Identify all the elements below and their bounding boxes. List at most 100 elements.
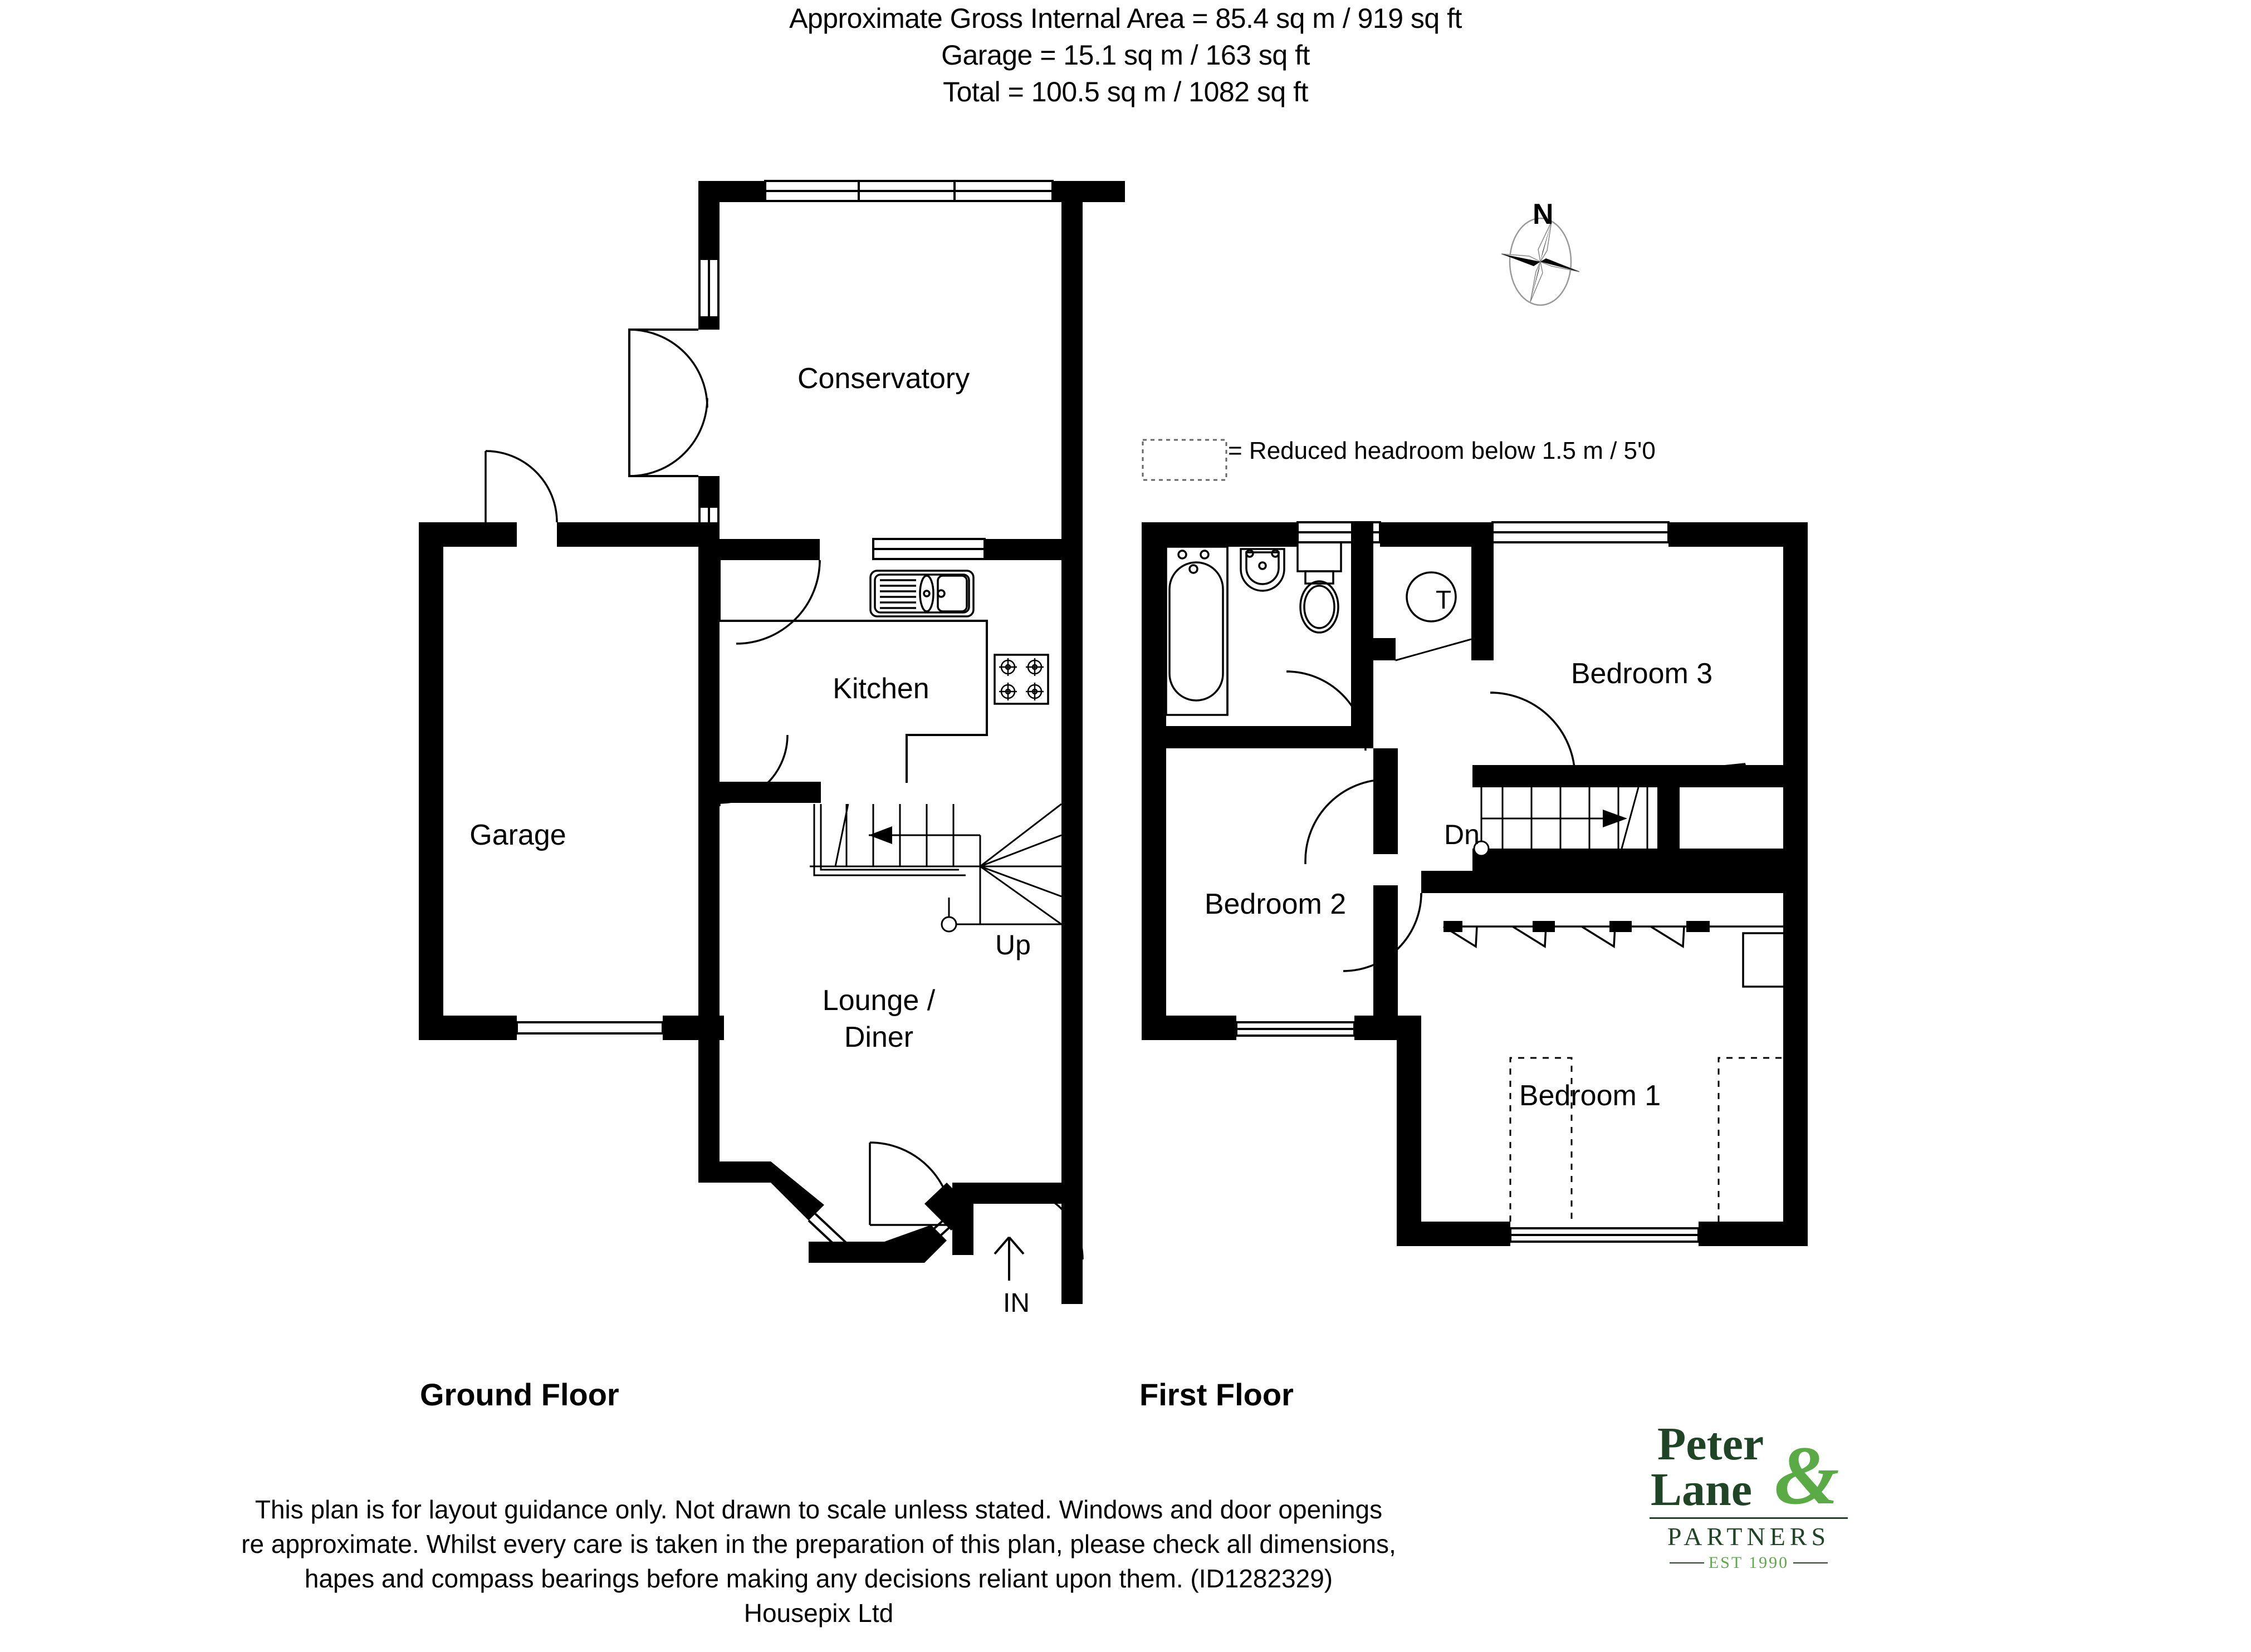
- kitchen-conservatory-door: [736, 560, 821, 645]
- wc-fixture: [1296, 541, 1342, 634]
- first-floor-title: First Floor: [1139, 1377, 1294, 1412]
- garage-area-line: Garage = 15.1 sq m / 163 sq ft: [941, 40, 1310, 71]
- bed3-window-top: [1491, 521, 1670, 543]
- logo-est-rule-right: [1793, 1562, 1828, 1563]
- stairs-dn-arrowhead: [1603, 810, 1627, 827]
- wardrobe-stub-3: [1609, 921, 1632, 932]
- ff-wall-right-stub-bottom: [1680, 849, 1783, 871]
- room-label-bedroom-2: Bedroom 2: [1204, 888, 1347, 920]
- garage-wall-bottom-left: [419, 1016, 517, 1040]
- disclaimer-line-4: Housepix Ltd: [743, 1599, 894, 1628]
- bath-fixture: [1165, 546, 1229, 716]
- porch-door-swing: [1011, 1187, 1084, 1260]
- garage-wall-left: [419, 522, 443, 1040]
- disclaimer: This plan is for layout guidance only. N…: [0, 1492, 1637, 1630]
- compass-rose: [1501, 217, 1580, 306]
- bed2-window-bottom: [1235, 1021, 1356, 1037]
- kitchen-counter: [718, 560, 988, 783]
- logo-est-rule-left: [1669, 1562, 1704, 1563]
- room-label-kitchen: Kitchen: [833, 673, 929, 705]
- garage-door-opening: [516, 1021, 664, 1035]
- landing-wall-above-stairs: [1472, 765, 1657, 787]
- reduced-headroom-region-left: [1509, 1057, 1573, 1222]
- disclaimer-line-2: re approximate. Whilst every care is tak…: [241, 1530, 1396, 1558]
- ff-wall-left: [1142, 522, 1166, 1040]
- bay-window: [771, 1161, 973, 1263]
- porch-wall-right: [1061, 1204, 1083, 1304]
- airing-cupboard-wall-stub-right: [1471, 638, 1494, 660]
- bed3-door-swing: [1490, 692, 1576, 778]
- basin-fixture: [1240, 548, 1285, 592]
- ff-wall-bottom-bed1-left: [1397, 1222, 1510, 1246]
- stairs-down-label: Dn: [1444, 819, 1480, 850]
- conservatory-window-left-upper: [698, 258, 720, 318]
- bathroom-wall-bottom: [1142, 726, 1373, 748]
- logo-word-partners: PARTNERS: [1667, 1522, 1831, 1551]
- room-label-bedroom-3: Bedroom 3: [1570, 658, 1713, 690]
- entrance-in-label: IN: [1003, 1288, 1030, 1318]
- logo-word-lane: Lane &: [1637, 1434, 1860, 1517]
- logo-word-est: EST 1990: [1708, 1553, 1789, 1572]
- ground-floor-plan: [419, 180, 1125, 1304]
- room-label-bedroom-1: Bedroom 1: [1519, 1080, 1661, 1112]
- hot-water-tank-label: T: [1435, 585, 1452, 614]
- logo-word-lane-text: Lane: [1651, 1464, 1753, 1516]
- garage-wall-top-left: [419, 522, 517, 547]
- stairwell-wall-bottom: [1472, 849, 1680, 871]
- area-summary: Approximate Gross Internal Area = 85.4 s…: [0, 0, 2251, 110]
- hot-water-tank-circle: [1406, 571, 1457, 622]
- bed1-wall-top: [1421, 871, 1792, 893]
- lounge-wall-left: [698, 803, 720, 1183]
- front-door-swing: [869, 1141, 953, 1226]
- room-label-garage: Garage: [469, 819, 566, 851]
- conservatory-wall-left-mid-a: [698, 317, 720, 330]
- ground-floor-title: Ground Floor: [420, 1377, 619, 1412]
- gross-internal-area-line: Approximate Gross Internal Area = 85.4 s…: [789, 3, 1462, 34]
- lounge-wall-bottom-left: [698, 1161, 771, 1183]
- airing-cupboard-door: [1390, 638, 1472, 661]
- conservatory-window-top: [764, 180, 1054, 202]
- first-floor-stairs: [1473, 787, 1648, 857]
- stairs-up-arrowhead: [869, 826, 892, 844]
- conservatory-wall-upper-left: [698, 181, 720, 259]
- stairs-newel: [941, 898, 1061, 933]
- logo-divider: [1650, 1517, 1848, 1519]
- wardrobe-stub-1: [1443, 921, 1462, 932]
- first-floor-plan: [1142, 521, 1808, 1246]
- bathroom-wall-right: [1351, 522, 1373, 748]
- cupboard-door-swing: [1679, 763, 1746, 778]
- conservatory-wall-right: [1061, 181, 1083, 542]
- hall-wall-segment: [720, 782, 821, 803]
- kitchen-wall-left-mid: [698, 578, 720, 741]
- porch-wall-top: [952, 1183, 1083, 1204]
- kitchen-wall-left-upper: [698, 522, 720, 578]
- bed2-door-swing: [1304, 778, 1387, 864]
- ff-wall-bottom-bed1-right: [1699, 1222, 1808, 1246]
- garage-door-swing: [485, 450, 558, 523]
- reduced-headroom-region-right: [1717, 1057, 1782, 1222]
- kitchen-hob: [994, 654, 1049, 705]
- agency-logo: Peter Lane & PARTNERS EST 1990: [1637, 1418, 1860, 1606]
- house-wall-right: [1061, 539, 1083, 1183]
- wardrobe-stub-2: [1533, 921, 1555, 932]
- bed1-window-bottom: [1509, 1227, 1700, 1243]
- bed2-wall-right-upper: [1373, 748, 1398, 854]
- total-area-line: Total = 100.5 sq m / 1082 sq ft: [943, 76, 1308, 107]
- compass-north-label: N: [1533, 198, 1554, 231]
- logo-est-row: EST 1990: [1637, 1553, 1860, 1572]
- kitchen-window-top: [872, 538, 986, 560]
- room-label-lounge-diner: Lounge / Diner: [806, 982, 951, 1056]
- ff-wall-top-left: [1142, 522, 1298, 547]
- logo-ampersand-icon: &: [1774, 1429, 1839, 1522]
- legend-swatch: [1142, 439, 1227, 481]
- garage-wall-top-right: [557, 522, 720, 547]
- stairs-up-label: Up: [995, 929, 1031, 960]
- room-label-lounge-line1: Lounge /: [822, 984, 936, 1017]
- logo-word-peter: Peter: [1657, 1418, 1764, 1470]
- ff-wall-bed1-left: [1397, 1016, 1421, 1246]
- kitchen-sink: [869, 570, 975, 617]
- ff-wall-bottom-bed2-left: [1142, 1016, 1236, 1040]
- conservatory-french-doors: [629, 329, 708, 477]
- bedroom1-recess: [1742, 932, 1787, 988]
